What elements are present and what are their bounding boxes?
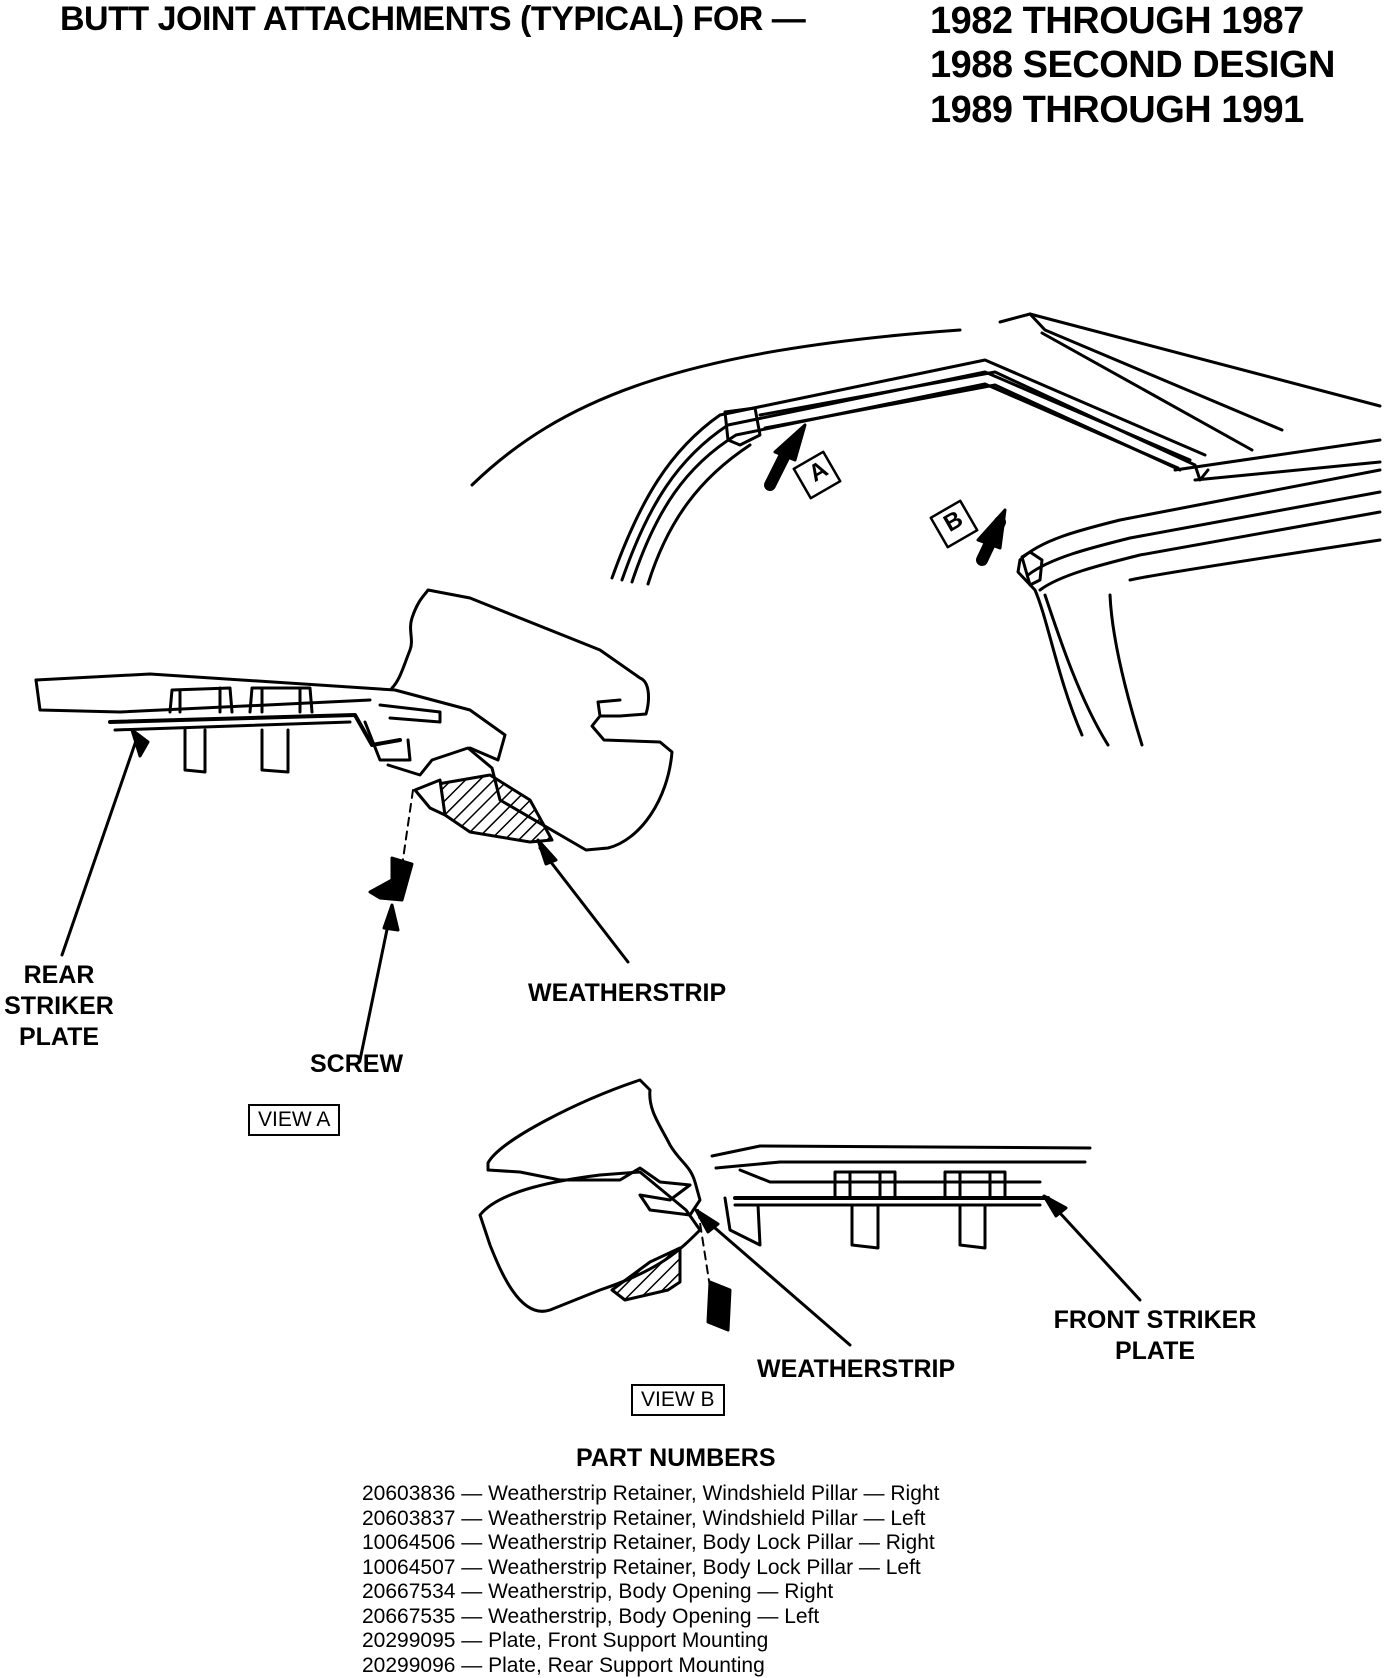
part-row: 20667534 — Weatherstrip, Body Opening — … xyxy=(362,1580,1062,1605)
part-description: Weatherstrip Retainer, Body Lock Pillar … xyxy=(488,1556,921,1579)
part-number: 20299096 xyxy=(362,1654,455,1677)
part-separator: — xyxy=(455,1556,488,1579)
part-number: 20667534 xyxy=(362,1580,455,1603)
part-number: 10064506 xyxy=(362,1531,455,1554)
part-separator: — xyxy=(455,1654,488,1677)
part-separator: — xyxy=(455,1531,488,1554)
part-row: 20667535 — Weatherstrip, Body Opening — … xyxy=(362,1605,1062,1630)
part-separator: — xyxy=(455,1629,488,1652)
roof-overview xyxy=(472,314,1380,745)
part-numbers-list: 20603836 — Weatherstrip Retainer, Windsh… xyxy=(362,1482,1062,1678)
part-separator: — xyxy=(455,1580,488,1603)
rear-striker-plate-line-1: REAR xyxy=(0,960,118,991)
part-row: 20299096 — Plate, Rear Support Mounting xyxy=(362,1654,1062,1678)
view-b-weatherstrip-label: WEATHERSTRIP xyxy=(757,1354,955,1385)
part-number: 20299095 xyxy=(362,1629,455,1652)
part-row: 20603836 — Weatherstrip Retainer, Windsh… xyxy=(362,1482,1062,1507)
front-striker-plate-line-2: PLATE xyxy=(1045,1336,1265,1367)
part-row: 20603837 — Weatherstrip Retainer, Windsh… xyxy=(362,1507,1062,1532)
part-description: Weatherstrip Retainer, Body Lock Pillar … xyxy=(488,1531,935,1554)
screw-label: SCREW xyxy=(310,1049,403,1080)
front-striker-plate-line-1: FRONT STRIKER xyxy=(1045,1305,1265,1336)
view-b-box-label: VIEW B xyxy=(631,1384,725,1416)
part-description: Weatherstrip, Body Opening — Right xyxy=(488,1580,833,1603)
view-a-box-label: VIEW A xyxy=(248,1104,340,1136)
part-separator: — xyxy=(455,1482,488,1505)
part-row: 20299095 — Plate, Front Support Mounting xyxy=(362,1629,1062,1654)
part-separator: — xyxy=(455,1507,488,1530)
view-b-detail xyxy=(480,1080,1140,1345)
part-separator: — xyxy=(455,1605,488,1628)
view-b-arrow xyxy=(931,501,1005,560)
part-description: Weatherstrip Retainer, Windshield Pillar… xyxy=(488,1507,925,1530)
view-a-weatherstrip-label: WEATHERSTRIP xyxy=(528,978,726,1009)
part-row: 10064506 — Weatherstrip Retainer, Body L… xyxy=(362,1531,1062,1556)
part-description: Plate, Rear Support Mounting xyxy=(488,1654,765,1677)
part-description: Weatherstrip Retainer, Windshield Pillar… xyxy=(488,1482,939,1505)
part-row: 10064507 — Weatherstrip Retainer, Body L… xyxy=(362,1556,1062,1581)
part-description: Plate, Front Support Mounting xyxy=(488,1629,768,1652)
part-number: 20667535 xyxy=(362,1605,455,1628)
part-number: 20603836 xyxy=(362,1482,455,1505)
part-number: 10064507 xyxy=(362,1556,455,1579)
part-description: Weatherstrip, Body Opening — Left xyxy=(488,1605,819,1628)
rear-striker-plate-line-2: STRIKER xyxy=(0,991,118,1022)
part-numbers-heading: PART NUMBERS xyxy=(576,1444,776,1473)
view-a-arrow xyxy=(770,425,840,498)
rear-striker-plate-line-3: PLATE xyxy=(0,1022,118,1053)
part-number: 20603837 xyxy=(362,1507,455,1530)
front-striker-plate-label: FRONT STRIKER PLATE xyxy=(1045,1305,1265,1367)
rear-striker-plate-label: REAR STRIKER PLATE xyxy=(0,960,118,1053)
